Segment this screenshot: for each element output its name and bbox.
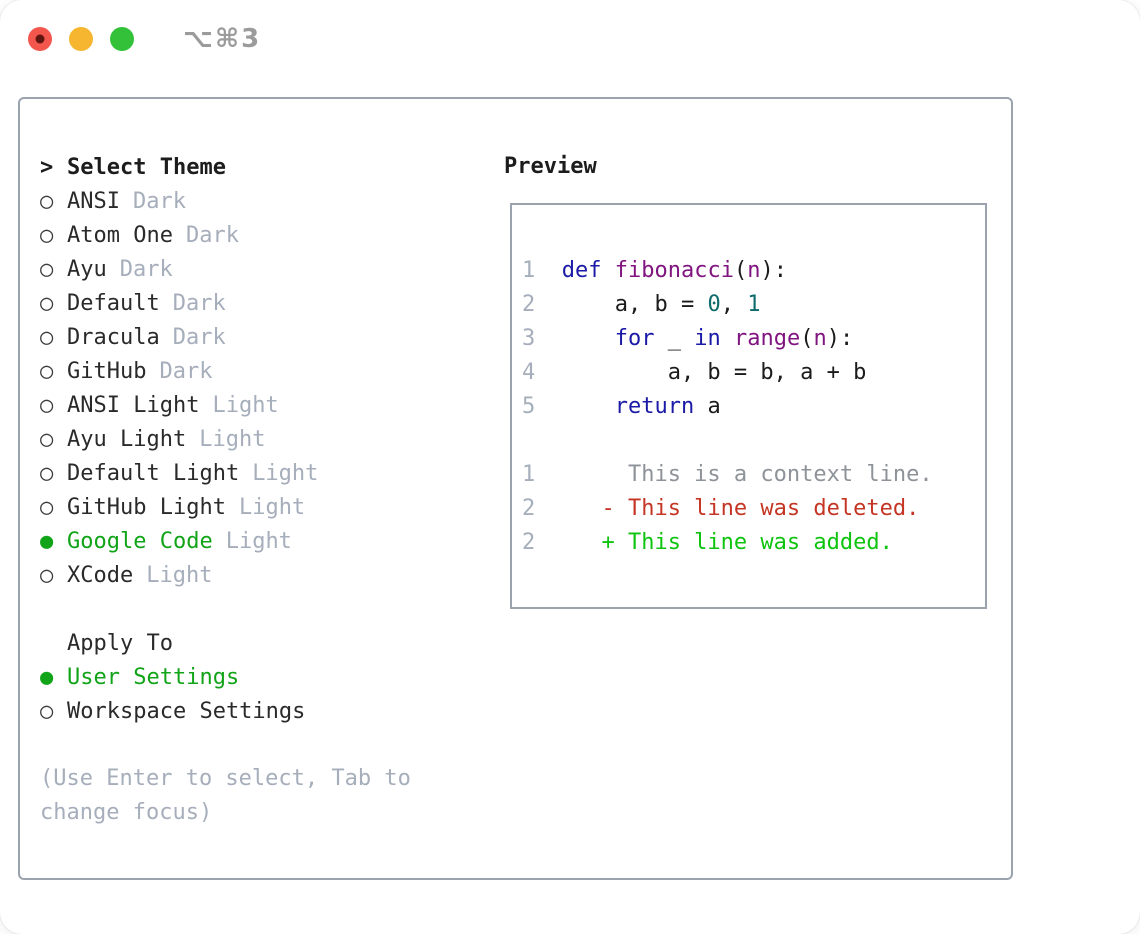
code-text: return a <box>614 393 721 419</box>
theme-item-label: Ayu Light <box>67 426 187 452</box>
preview-line: 1 def fibonacci(n): <box>522 253 985 287</box>
spacer <box>40 728 470 762</box>
radio-icon: ○ <box>40 698 54 724</box>
code-text: - This line was deleted. <box>561 495 920 521</box>
theme-item-ansi[interactable]: ○ ANSI Dark <box>40 184 470 218</box>
theme-variant-label: Dark <box>132 188 186 214</box>
apply-option-label: User Settings <box>67 664 240 690</box>
theme-item-ansi-light[interactable]: ○ ANSI Light Light <box>40 388 470 422</box>
theme-list-header: > Select Theme <box>40 150 470 184</box>
line-number: 1 <box>522 257 536 283</box>
theme-variant-label: Dark <box>185 222 239 248</box>
theme-variant-label: Dark <box>172 290 226 316</box>
code-text: a, b = b, a + b <box>561 359 867 385</box>
close-dot-icon <box>35 34 45 43</box>
theme-variant-label: Light <box>199 426 266 452</box>
preview-line: 2 - This line was deleted. <box>522 491 985 525</box>
theme-item-xcode[interactable]: ○ XCode Light <box>40 558 470 592</box>
theme-item-github-light[interactable]: ○ GitHub Light Light <box>40 490 470 524</box>
preview-line <box>522 423 985 457</box>
line-number: 2 <box>522 495 536 521</box>
radio-icon: ○ <box>40 460 54 486</box>
theme-variant-label: Light <box>146 562 213 588</box>
radio-icon: ○ <box>40 426 54 452</box>
theme-variant-label: Light <box>252 460 319 486</box>
selected-radio-icon: ● <box>40 664 54 690</box>
window-titlebar: ⌥⌘3 <box>28 23 262 54</box>
help-text: (Use Enter to select, Tab to change focu… <box>40 766 411 825</box>
theme-item-label: Ayu <box>67 256 107 282</box>
theme-variant-label: Dark <box>119 256 173 282</box>
window-title: ⌥⌘3 <box>183 23 262 54</box>
selected-radio-icon: ● <box>40 528 54 554</box>
preview-line: 3 for _ in range(n): <box>522 321 985 355</box>
radio-icon: ○ <box>40 324 54 350</box>
apply-to-title: Apply To <box>67 630 173 656</box>
zoom-button[interactable] <box>110 26 134 51</box>
minimize-button[interactable] <box>69 26 93 51</box>
theme-item-label: Default <box>67 290 160 316</box>
preview-line: 4 a, b = b, a + b <box>522 355 985 389</box>
apply-option-label: Workspace Settings <box>67 698 306 724</box>
line-number: 2 <box>522 291 536 317</box>
theme-item-dracula[interactable]: ○ Dracula Dark <box>40 320 470 354</box>
theme-item-default[interactable]: ○ Default Dark <box>40 286 470 320</box>
line-number: 5 <box>522 393 536 419</box>
spacer <box>40 592 470 626</box>
theme-item-label: Default Light <box>67 460 240 486</box>
preview-line: 5 return a <box>522 389 985 423</box>
theme-item-default-light[interactable]: ○ Default Light Light <box>40 456 470 490</box>
theme-item-github[interactable]: ○ GitHub Dark <box>40 354 470 388</box>
code-text: + This line was added. <box>561 529 893 555</box>
preview-line: 2 a, b = 0, 1 <box>522 287 985 321</box>
radio-icon: ○ <box>40 494 54 520</box>
line-number: 1 <box>522 461 536 487</box>
theme-variant-label: Light <box>225 528 292 554</box>
radio-icon: ○ <box>40 562 54 588</box>
apply-option-user-settings[interactable]: ● User Settings <box>40 660 470 694</box>
cursor-marker-icon: > <box>40 154 54 180</box>
radio-icon: ○ <box>40 358 54 384</box>
theme-list-title: Select Theme <box>67 154 226 180</box>
theme-item-label: XCode <box>67 562 134 588</box>
theme-item-atom-one[interactable]: ○ Atom One Dark <box>40 218 470 252</box>
theme-item-label: ANSI Light <box>67 392 200 418</box>
line-number: 4 <box>522 359 536 385</box>
theme-variant-label: Dark <box>159 358 213 384</box>
theme-item-ayu-light[interactable]: ○ Ayu Light Light <box>40 422 470 456</box>
theme-item-label: GitHub <box>67 358 147 384</box>
preview-line: 1 This is a context line. <box>522 457 985 491</box>
theme-variant-label: Light <box>238 494 306 520</box>
preview-title: Preview <box>504 154 597 179</box>
close-button[interactable] <box>28 26 52 51</box>
apply-to-header: Apply To <box>40 626 470 660</box>
code-text: This is a context line. <box>561 461 933 487</box>
radio-icon: ○ <box>40 392 54 418</box>
code-text: def fibonacci(n): <box>561 257 787 283</box>
theme-variant-label: Dark <box>172 324 226 350</box>
code-text: a, b = 0, 1 <box>561 291 761 317</box>
apply-to-options: ● User Settings ○ Workspace Settings <box>40 660 470 728</box>
preview-line: 2 + This line was added. <box>522 525 985 559</box>
theme-item-label: Google Code <box>67 528 213 554</box>
line-number: 3 <box>522 325 536 351</box>
code-text: for _ in range(n): <box>614 325 854 351</box>
radio-icon: ○ <box>40 222 54 248</box>
radio-icon: ○ <box>40 290 54 316</box>
theme-variant-label: Light <box>212 392 279 418</box>
apply-option-workspace-settings[interactable]: ○ Workspace Settings <box>40 694 470 728</box>
line-number: 2 <box>522 529 536 555</box>
theme-item-label: GitHub Light <box>67 494 226 520</box>
radio-icon: ○ <box>40 256 54 282</box>
theme-item-ayu[interactable]: ○ Ayu Dark <box>40 252 470 286</box>
theme-item-google-code[interactable]: ● Google Code Light <box>40 524 470 558</box>
radio-icon: ○ <box>40 188 54 214</box>
theme-item-label: ANSI <box>67 188 120 214</box>
theme-item-label: Dracula <box>67 324 160 350</box>
theme-item-label: Atom One <box>67 222 173 248</box>
